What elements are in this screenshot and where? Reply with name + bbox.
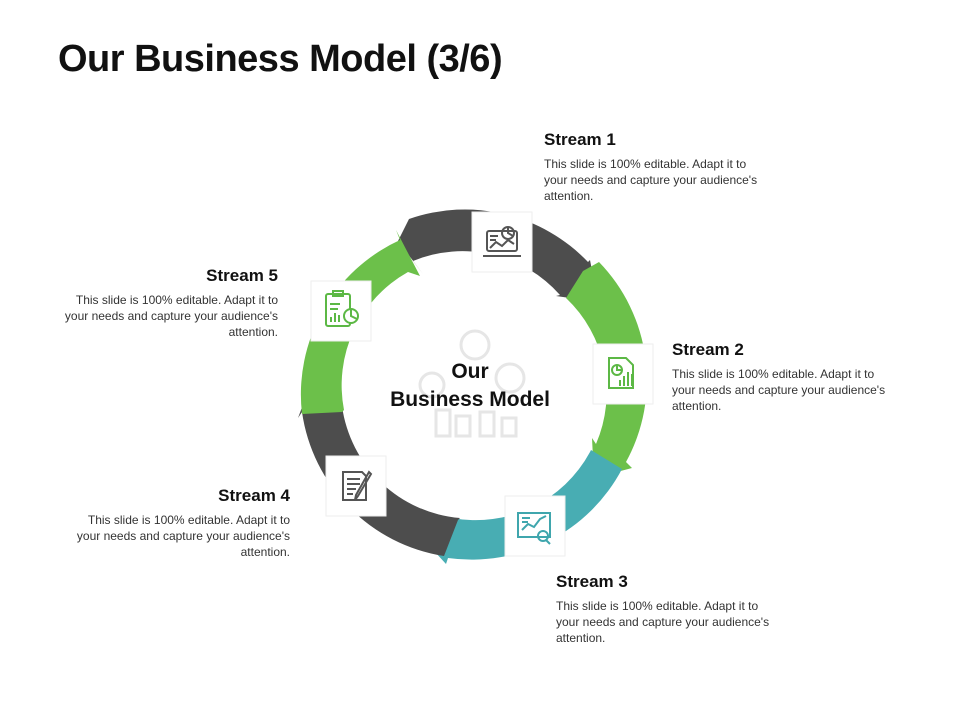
- stream-2-title: Stream 2: [672, 340, 744, 359]
- ring-segment-green-left: [300, 230, 420, 414]
- stream-4-title: Stream 4: [218, 486, 290, 505]
- stream-1-block: Stream 1 This slide is 100% editable. Ad…: [544, 130, 774, 204]
- stream-1-title: Stream 1: [544, 130, 616, 149]
- icon-box-stream-5: [310, 280, 372, 342]
- stream-4-description: This slide is 100% editable. Adapt it to…: [76, 513, 290, 559]
- ring-segment-gray-left: [298, 386, 460, 556]
- stream-5-title: Stream 5: [206, 266, 278, 285]
- stream-5-block: Stream 5 This slide is 100% editable. Ad…: [48, 266, 278, 340]
- laptop-chart-icon: [483, 226, 521, 257]
- icon-box-stream-2: [592, 343, 654, 405]
- contract-pen-icon: [342, 470, 373, 501]
- stream-2-description: This slide is 100% editable. Adapt it to…: [672, 367, 886, 413]
- ring-segment-teal-bottom: [424, 450, 622, 564]
- icon-box-stream-1: [471, 211, 533, 273]
- center-label-line-1: Our: [451, 360, 489, 383]
- document-chart-icon: [608, 357, 634, 389]
- slide-title: Our Business Model (3/6): [58, 38, 503, 80]
- stream-3-description: This slide is 100% editable. Adapt it to…: [556, 599, 770, 645]
- center-label: Our Business Model: [370, 358, 570, 414]
- clipboard-chart-icon: [325, 290, 359, 327]
- stream-5-description: This slide is 100% editable. Adapt it to…: [64, 293, 278, 339]
- icon-box-stream-3: [504, 495, 566, 557]
- stream-3-block: Stream 3 This slide is 100% editable. Ad…: [556, 572, 786, 646]
- stream-3-title: Stream 3: [556, 572, 628, 591]
- icon-box-stream-4: [325, 455, 387, 517]
- analytics-board-icon: [517, 512, 551, 545]
- center-label-line-2: Business Model: [390, 388, 550, 411]
- money-bags-watermark-icon: [418, 329, 526, 438]
- stream-4-block: Stream 4 This slide is 100% editable. Ad…: [60, 486, 290, 560]
- stream-2-block: Stream 2 This slide is 100% editable. Ad…: [672, 340, 902, 414]
- stream-1-description: This slide is 100% editable. Adapt it to…: [544, 157, 758, 203]
